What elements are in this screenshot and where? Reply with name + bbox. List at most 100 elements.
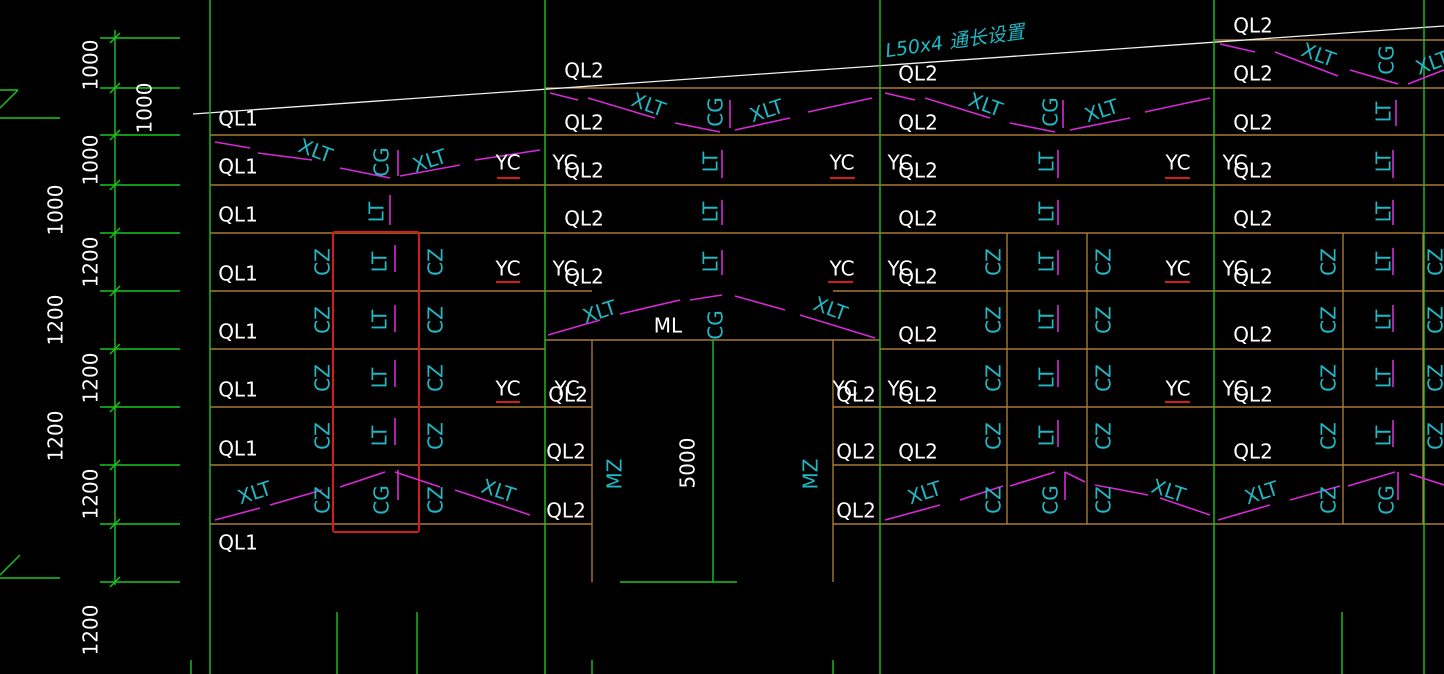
label-ql2: QL2	[1233, 159, 1273, 183]
label-ql2: QL2	[564, 59, 604, 83]
label-cz: CZ	[1424, 364, 1444, 392]
brace-line	[674, 122, 721, 133]
drawing-labels: L50x4 通长设置100010001000100012001200120012…	[44, 14, 1444, 656]
brace-line	[1274, 51, 1339, 77]
label-yc: YC	[886, 377, 912, 401]
label-ql2: QL2	[564, 265, 604, 289]
brace-line	[454, 489, 531, 516]
label-ql1: QL1	[218, 203, 258, 227]
label-cg: CG	[704, 310, 728, 339]
label-xlt: XLT	[478, 474, 519, 508]
label-xlt: XLT	[410, 144, 451, 178]
dim-tick	[109, 576, 121, 588]
label-lt: LT	[1372, 201, 1396, 222]
annotation-note: L50x4 通长设置	[884, 21, 1028, 63]
label-lt: LT	[1372, 251, 1396, 272]
brace-line	[619, 299, 681, 315]
label-xlt: XLT	[1298, 37, 1339, 72]
brace-line	[959, 485, 1004, 501]
label-ql1: QL1	[218, 107, 258, 131]
label-ql1: QL1	[218, 155, 258, 179]
label-ql2: QL2	[898, 62, 938, 86]
label-yc: YC	[1164, 151, 1190, 175]
label-yc: YC	[1221, 151, 1247, 175]
label-cz: CZ	[982, 422, 1006, 450]
brace-line	[1217, 504, 1271, 521]
label-lt: LT	[699, 251, 723, 272]
brace-line	[339, 167, 391, 179]
label-ql1: QL1	[218, 437, 258, 461]
label-lt: LT	[368, 309, 392, 330]
brace-line	[884, 504, 941, 521]
dim-label: 1200	[79, 469, 103, 520]
label-lt: LT	[368, 425, 392, 446]
dim-label: 1200	[44, 411, 68, 462]
dim-label: 5000	[676, 438, 700, 489]
label-ql2: QL2	[1233, 111, 1273, 135]
label-ql2: QL2	[564, 111, 604, 135]
brace-line	[884, 92, 916, 101]
label-ql2: QL2	[546, 440, 586, 464]
label-cz: CZ	[311, 248, 335, 276]
level-marker	[0, 89, 19, 109]
brace-line	[549, 92, 579, 101]
label-xlt: XLT	[1148, 474, 1189, 508]
label-cg: CG	[1375, 485, 1399, 514]
brace-line	[1347, 471, 1396, 487]
label-cz: CZ	[311, 486, 335, 514]
dim-tick	[109, 401, 121, 413]
label-yc: YC	[1164, 377, 1190, 401]
label-cz: CZ	[1424, 422, 1444, 450]
brace-line	[1289, 485, 1341, 501]
label-cz: CZ	[1092, 364, 1116, 392]
dim-tick	[109, 129, 121, 141]
highlight-box[interactable]	[332, 231, 420, 533]
label-lt: LT	[1372, 151, 1396, 172]
dim-label: 1000	[79, 40, 103, 91]
label-xlt: XLT	[580, 295, 621, 329]
label-lt: LT	[1035, 425, 1059, 446]
label-ql2: QL2	[898, 440, 938, 464]
brace-line	[689, 294, 723, 301]
label-xlt: XLT	[965, 87, 1006, 122]
label-cg: CG	[370, 147, 394, 176]
label-cz: CZ	[1317, 306, 1341, 334]
label-lt: LT	[1372, 101, 1396, 122]
brace-line	[1064, 471, 1086, 483]
label-lt: LT	[699, 151, 723, 172]
dim-label: 1200	[79, 353, 103, 404]
brace-line	[1144, 97, 1211, 113]
label-yc: YC	[551, 257, 577, 281]
label-ql2: QL2	[898, 383, 938, 407]
label-cg: CG	[1039, 485, 1063, 514]
label-yc: YC	[1221, 257, 1247, 281]
label-ql2: QL2	[898, 207, 938, 231]
label-cz: CZ	[424, 306, 448, 334]
label-ml: ML	[654, 314, 683, 338]
label-cz: CZ	[1424, 306, 1444, 334]
label-mz: MZ	[603, 459, 627, 490]
dim-label: 1200	[79, 237, 103, 288]
label-lt: LT	[1035, 251, 1059, 272]
label-cz: CZ	[424, 486, 448, 514]
label-ql2: QL2	[1233, 14, 1273, 38]
label-lt: LT	[699, 201, 723, 222]
dim-label: 1200	[79, 605, 103, 656]
brace-line	[214, 507, 261, 521]
dim-label: 1000	[133, 83, 157, 134]
brace-line	[1009, 122, 1056, 133]
label-ql1: QL1	[218, 531, 258, 555]
label-lt: LT	[1035, 309, 1059, 330]
brace-line	[269, 489, 323, 506]
level-marker	[0, 554, 21, 576]
label-ql2: QL2	[564, 207, 604, 231]
label-lt: LT	[1035, 367, 1059, 388]
label-lt: LT	[368, 367, 392, 388]
label-ql2: QL2	[898, 111, 938, 135]
label-lt: LT	[1372, 367, 1396, 388]
label-cz: CZ	[982, 248, 1006, 276]
brace-line	[587, 97, 656, 119]
label-yc: YC	[1221, 377, 1247, 401]
